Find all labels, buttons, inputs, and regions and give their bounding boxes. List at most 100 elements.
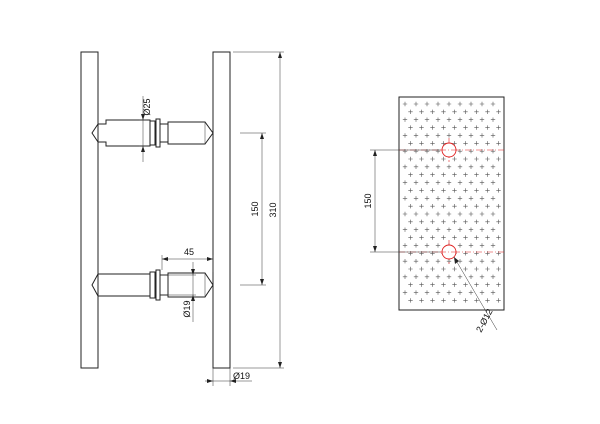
glass-texture-mark bbox=[474, 156, 479, 162]
glass-texture-mark bbox=[474, 235, 479, 240]
glass-texture-mark bbox=[496, 219, 501, 225]
glass-texture-mark bbox=[479, 117, 485, 122]
glass-texture-mark bbox=[419, 219, 424, 225]
glass-texture-mark bbox=[463, 156, 468, 162]
glass-texture-mark bbox=[413, 164, 419, 170]
glass-texture-mark bbox=[413, 211, 419, 217]
glass-texture-mark bbox=[419, 266, 424, 272]
glass-texture-mark bbox=[474, 172, 479, 177]
glass-texture-mark bbox=[463, 219, 468, 225]
glass-texture-mark bbox=[430, 203, 435, 209]
glass-texture-mark bbox=[463, 298, 468, 303]
glass-texture-mark bbox=[413, 290, 419, 295]
glass-texture-mark bbox=[474, 266, 479, 272]
glass-texture-mark bbox=[435, 274, 441, 280]
glass-texture-mark bbox=[474, 298, 479, 303]
glass-texture-mark bbox=[474, 141, 479, 146]
glass-texture-mark bbox=[474, 125, 479, 130]
glass-texture-mark bbox=[463, 141, 468, 146]
glass-texture-mark bbox=[402, 196, 408, 201]
glass-texture-mark bbox=[413, 101, 419, 107]
glass-texture-mark bbox=[452, 298, 457, 303]
glass-texture-mark bbox=[413, 148, 419, 154]
glass-texture-mark bbox=[402, 117, 408, 122]
glass-texture-mark bbox=[485, 156, 490, 162]
glass-texture-mark bbox=[479, 180, 485, 185]
glass-texture-mark bbox=[468, 258, 474, 264]
glass-texture-mark bbox=[419, 298, 424, 303]
glass-texture-mark bbox=[435, 133, 441, 138]
glass-texture-mark bbox=[430, 219, 435, 225]
glass-texture-mark bbox=[457, 101, 463, 107]
glass-texture-mark bbox=[435, 196, 441, 201]
glass-texture-mark bbox=[419, 188, 424, 193]
glass-texture-mark bbox=[446, 196, 452, 201]
glass-texture-mark bbox=[496, 298, 501, 303]
glass-texture-mark bbox=[402, 148, 408, 154]
glass-texture-mark bbox=[413, 196, 419, 201]
glass-texture-mark bbox=[419, 141, 424, 146]
glass-texture-mark bbox=[424, 164, 430, 170]
glass-texture-mark bbox=[485, 125, 490, 130]
glass-texture-mark bbox=[446, 211, 452, 217]
glass-texture-mark bbox=[424, 117, 430, 122]
glass-texture-mark bbox=[441, 219, 446, 225]
glass-texture-mark bbox=[430, 172, 435, 177]
glass-texture-mark bbox=[435, 290, 441, 295]
glass-texture-mark bbox=[496, 156, 501, 162]
glass-texture-mark bbox=[424, 211, 430, 217]
dim-total-height-label: 310 bbox=[268, 202, 278, 217]
glass-texture-mark bbox=[408, 188, 413, 193]
glass-texture-mark bbox=[496, 125, 501, 130]
glass-texture-mark bbox=[474, 109, 479, 115]
glass-texture-mark bbox=[485, 172, 490, 177]
glass-texture-mark bbox=[474, 188, 479, 193]
glass-texture-mark bbox=[452, 188, 457, 193]
glass-texture-mark bbox=[496, 188, 501, 193]
glass-texture-mark bbox=[479, 101, 485, 107]
glass-texture-mark bbox=[408, 266, 413, 272]
glass-texture-mark bbox=[441, 172, 446, 177]
glass-texture-mark bbox=[446, 133, 452, 138]
glass-texture-mark bbox=[463, 188, 468, 193]
glass-texture-mark bbox=[430, 141, 435, 146]
glass-texture-mark bbox=[496, 141, 501, 146]
glass-texture-mark bbox=[463, 109, 468, 115]
glass-texture-mark bbox=[424, 180, 430, 185]
glass-texture-mark bbox=[463, 266, 468, 272]
glass-texture-mark bbox=[446, 274, 452, 280]
glass-texture-mark bbox=[479, 148, 485, 154]
glass-texture-mark bbox=[419, 282, 424, 287]
glass-texture-mark bbox=[441, 125, 446, 130]
glass-texture-mark bbox=[446, 164, 452, 170]
glass-texture-mark bbox=[479, 211, 485, 217]
glass-texture-mark bbox=[457, 196, 463, 201]
glass-texture-mark bbox=[435, 180, 441, 185]
glass-texture-mark bbox=[408, 156, 413, 162]
glass-texture-mark bbox=[463, 235, 468, 240]
glass-texture-mark bbox=[441, 298, 446, 303]
glass-texture-mark bbox=[485, 282, 490, 287]
glass-texture-mark bbox=[441, 266, 446, 272]
glass-texture-mark bbox=[413, 227, 419, 232]
glass-texture-mark bbox=[413, 258, 419, 264]
glass-texture-mark bbox=[490, 196, 496, 201]
glass-texture-mark bbox=[479, 290, 485, 295]
glass-texture-mark bbox=[408, 172, 413, 177]
dim-bar-diameter-label: Ø19 bbox=[233, 371, 250, 381]
glass-texture-mark bbox=[402, 180, 408, 185]
glass-texture-mark bbox=[463, 282, 468, 287]
glass-texture-mark bbox=[424, 133, 430, 138]
glass-texture-mark bbox=[485, 188, 490, 193]
glass-texture-mark bbox=[430, 266, 435, 272]
glass-texture-mark bbox=[430, 282, 435, 287]
dim-bar-diameter: Ø19 bbox=[205, 368, 252, 386]
glass-texture-mark bbox=[490, 117, 496, 122]
glass-texture-mark bbox=[402, 133, 408, 138]
glass-texture-mark bbox=[457, 164, 463, 170]
glass-texture-mark bbox=[402, 211, 408, 217]
glass-texture-mark bbox=[430, 188, 435, 193]
glass-texture-mark bbox=[402, 164, 408, 170]
glass-texture-mark bbox=[468, 211, 474, 217]
dim-standoff-diameter-top: Ø25 bbox=[139, 96, 152, 162]
